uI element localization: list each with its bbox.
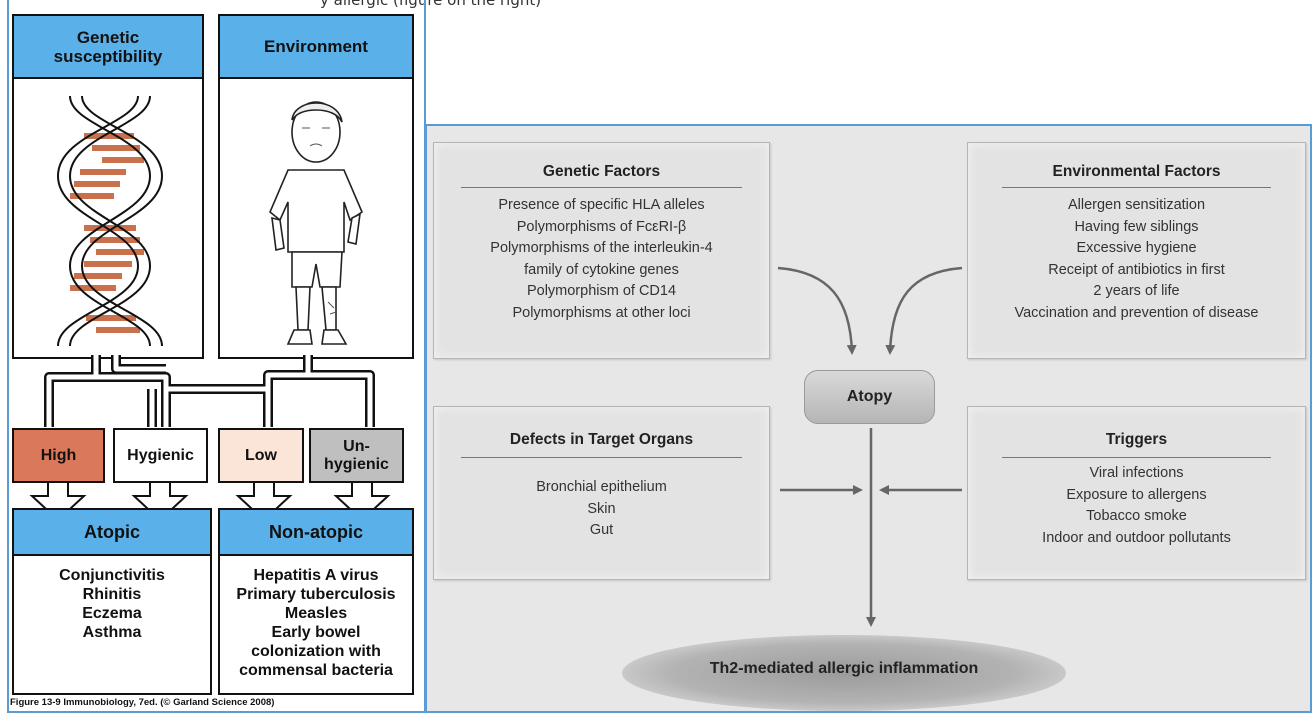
defect-item: Gut <box>589 522 614 538</box>
factor-hygienic: Hygienic <box>113 428 208 483</box>
non-atopic-header: Non-atopic <box>218 508 414 556</box>
genetic-factors-box: Genetic Factors Presence of specific HLA… <box>433 142 770 359</box>
factor-unhygienic: Un- hygienic <box>309 428 404 483</box>
divider <box>461 187 742 188</box>
child-figure-icon <box>269 101 363 345</box>
genetic-factor-item: Polymorphisms at other loci <box>512 304 691 321</box>
arrow-environmental-to-atopy-icon <box>885 266 963 355</box>
environmental-factor-item: Allergen sensitization <box>1067 197 1206 213</box>
genetic-factors-list: Presence of specific HLA alleles Polymor… <box>434 195 769 324</box>
atopic-item: Rhinitis <box>82 586 142 603</box>
environmental-factor-item: Receipt of antibiotics in first <box>1048 261 1225 278</box>
non-atopic-item: Hepatitis A virus <box>253 567 379 584</box>
genetic-factor-item: Polymorphisms of FcεRI-β <box>516 218 687 235</box>
atopic-header: Atopic <box>12 508 212 556</box>
environmental-factor-item: 2 years of life <box>1093 283 1180 299</box>
dna-helix-icon <box>56 96 164 346</box>
genetic-factors-title: Genetic Factors <box>542 163 661 180</box>
non-atopic-item: Early bowel <box>271 624 361 641</box>
trigger-item: Tobacco smoke <box>1086 508 1187 524</box>
trigger-item: Exposure to allergens <box>1066 486 1207 503</box>
atopic-item: Eczema <box>82 605 142 622</box>
atopic-item: Conjunctivitis <box>59 567 165 584</box>
environmental-factors-box: Environmental Factors Allergen sensitiza… <box>967 142 1306 359</box>
divider <box>1002 187 1271 188</box>
non-atopic-item: colonization with <box>251 643 381 660</box>
atopy-node: Atopy <box>804 370 935 424</box>
triggers-box: Triggers Viral infections Exposure to al… <box>967 406 1306 580</box>
environmental-factors-list: Allergen sensitization Having few siblin… <box>968 195 1305 324</box>
atopic-disease-list: Conjunctivitis Rhinitis Eczema Asthma <box>12 566 212 642</box>
environmental-factor-item: Having few siblings <box>1074 218 1199 235</box>
environmental-factor-item: Excessive hygiene <box>1076 240 1197 256</box>
th2-inflammation-label: Th2-mediated allergic inflammation <box>709 660 979 677</box>
defects-target-organs-box: Defects in Target Organs Bronchial epith… <box>433 406 770 580</box>
th2-inflammation-ellipse <box>622 635 1066 711</box>
genetic-factor-item: Polymorphism of CD14 <box>526 283 677 299</box>
trigger-item: Indoor and outdoor pollutants <box>1042 529 1231 546</box>
defects-title: Defects in Target Organs <box>509 431 694 448</box>
atopic-item: Asthma <box>82 624 142 641</box>
environmental-factor-item: Vaccination and prevention of disease <box>1014 304 1259 321</box>
connector-lines <box>44 355 375 427</box>
non-atopic-disease-list: Hepatitis A virus Primary tuberculosis M… <box>218 566 414 680</box>
genetic-susceptibility-header: Genetic susceptibility <box>12 14 204 79</box>
environmental-factors-title: Environmental Factors <box>1052 163 1221 180</box>
non-atopic-item: commensal bacteria <box>239 662 393 679</box>
clipped-header-text: y allergic (figure on the right) <box>320 0 542 9</box>
non-atopic-item: Primary tuberculosis <box>236 586 396 603</box>
left-figure-panel: Genetic susceptibility Environment <box>0 0 426 713</box>
triggers-list: Viral infections Exposure to allergens T… <box>968 463 1305 549</box>
genetic-factor-item: Presence of specific HLA alleles <box>498 197 705 213</box>
defect-item: Skin <box>587 500 616 517</box>
divider <box>1002 457 1271 458</box>
environment-header: Environment <box>218 14 414 79</box>
genetic-factor-item: family of cytokine genes <box>524 261 679 278</box>
defects-list: Bronchial epithelium Skin Gut <box>434 477 769 542</box>
factor-low: Low <box>218 428 304 483</box>
non-atopic-item: Measles <box>284 605 348 622</box>
genetic-factor-item: Polymorphisms of the interleukin-4 <box>490 240 713 256</box>
divider <box>461 457 742 458</box>
trigger-item: Viral infections <box>1089 465 1184 481</box>
arrow-genetic-to-atopy-icon <box>777 266 857 355</box>
defect-item: Bronchial epithelium <box>536 479 667 495</box>
figure-caption: Figure 13-9 Immunobiology, 7ed. (© Garla… <box>10 697 275 708</box>
triggers-title: Triggers <box>1105 431 1168 448</box>
